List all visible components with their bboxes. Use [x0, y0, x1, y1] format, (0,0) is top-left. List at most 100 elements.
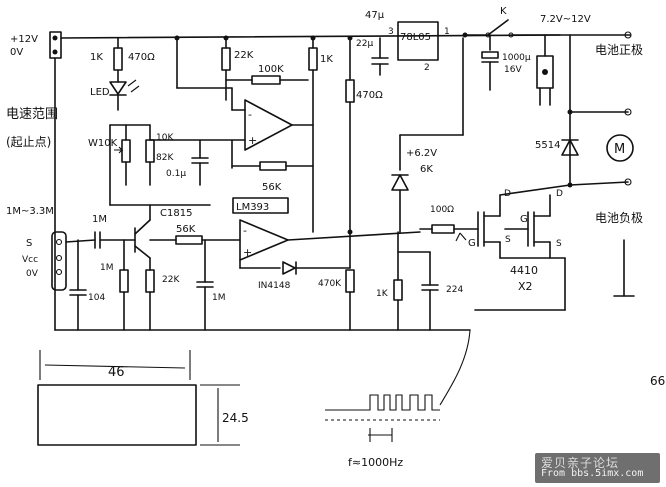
zener-section: +6.2V 6K	[391, 37, 464, 233]
speed-pot: 电速范围 (起止点) W10K 10K 82K 0.1μ	[6, 107, 211, 206]
speed-range-label: 电速范围	[6, 107, 58, 122]
board-dimension-drawing: 46 24.5	[37, 350, 249, 446]
resistor-470-mid	[345, 79, 355, 103]
svg-text:22K: 22K	[234, 50, 254, 61]
watermark: 爱贝亲子论坛 From bbs.5imx.com	[535, 453, 660, 483]
svg-text:1K: 1K	[320, 54, 333, 65]
watermark-url: From bbs.5imx.com	[541, 468, 644, 479]
svg-text:S: S	[505, 235, 511, 245]
svg-text:46: 46	[108, 365, 125, 380]
resistor-100	[431, 224, 455, 234]
waveform-annotation: f≈1000Hz	[325, 232, 471, 469]
corner-mark: 66	[650, 374, 665, 388]
svg-text:K: K	[500, 6, 507, 17]
svg-text:1M: 1M	[92, 214, 107, 225]
resistor-82k	[145, 139, 155, 163]
diode-5514-icon	[561, 139, 579, 156]
svg-text:1K: 1K	[376, 289, 389, 299]
arrow-line	[439, 329, 471, 406]
svg-text:16V: 16V	[504, 65, 522, 75]
power-section: +12V 0V 1K 470Ω LED 22K 100K 1K	[10, 6, 643, 331]
svg-text:M: M	[614, 142, 625, 157]
input-connector	[51, 231, 67, 291]
svg-text:470K: 470K	[318, 279, 342, 289]
resistor-56k-fb	[259, 161, 287, 171]
svg-text:LM393: LM393	[236, 202, 269, 213]
svg-text:56K: 56K	[176, 224, 196, 235]
motor-section: 5514 M	[535, 34, 634, 188]
resistor-470k	[345, 269, 355, 293]
svg-text:IN4148: IN4148	[258, 281, 291, 291]
svg-text:224: 224	[446, 285, 463, 295]
battery-negative-label: 电池负极	[595, 211, 643, 225]
svg-text:+6.2V: +6.2V	[406, 148, 437, 159]
label-0v: 0V	[10, 47, 23, 58]
arrow-head-icon	[455, 232, 467, 242]
svg-text:22K: 22K	[162, 275, 180, 285]
svg-text:82K: 82K	[156, 153, 174, 163]
resistor-100k	[251, 75, 281, 85]
svg-text:7.2V~12V: 7.2V~12V	[540, 14, 591, 25]
lm393-box	[232, 197, 289, 214]
input-stage: 1M~3.3M S Vcc 0V 1M 104 1M C1815 56K 22	[6, 204, 471, 331]
led-icon	[109, 81, 127, 95]
svg-text:S: S	[26, 238, 32, 249]
switch-k-icon	[487, 19, 509, 36]
regulator-78l05	[397, 21, 439, 61]
svg-text:0V: 0V	[26, 269, 39, 279]
resistor-56k-in	[175, 235, 203, 245]
svg-text:78L05: 78L05	[400, 32, 431, 43]
resistor-22k-bias	[145, 269, 155, 293]
svg-text:G: G	[468, 238, 476, 249]
svg-text:4410: 4410	[510, 264, 538, 277]
svg-text:1: 1	[444, 27, 450, 37]
motor-icon	[606, 134, 634, 162]
watermark-site: 爱贝亲子论坛	[541, 456, 620, 470]
svg-text:5514: 5514	[535, 140, 560, 151]
svg-text:6K: 6K	[420, 164, 433, 175]
svg-text:10K: 10K	[156, 133, 174, 143]
resistor-1m-bias	[119, 269, 129, 293]
zener-62v-icon	[391, 174, 409, 191]
svg-text:24.5: 24.5	[222, 411, 249, 425]
cap-1000u	[481, 51, 499, 59]
opamp-lower-icon	[239, 219, 289, 261]
svg-text:+: +	[248, 134, 257, 147]
svg-text:100K: 100K	[258, 64, 284, 75]
led-label: LED	[90, 87, 110, 98]
dimension-line-width	[44, 364, 186, 369]
svg-text:(起止点): (起止点)	[6, 135, 51, 149]
svg-text:3: 3	[388, 27, 394, 37]
resistor-1k-bottom	[393, 279, 403, 301]
opamp-upper-icon	[244, 99, 293, 151]
svg-text:56K: 56K	[262, 182, 282, 193]
svg-text:0.1μ: 0.1μ	[166, 169, 186, 179]
svg-text:1M: 1M	[212, 293, 226, 303]
svg-text:104: 104	[88, 293, 105, 303]
board-outline	[37, 384, 197, 446]
lower-opamp: LM393 - + IN4148 470K 1K 224	[232, 197, 463, 331]
svg-text:X2: X2	[518, 280, 533, 293]
svg-text:100Ω: 100Ω	[430, 205, 454, 215]
pwm-waveform	[325, 394, 440, 411]
resistor-1k-top	[308, 47, 318, 71]
svg-text:Vcc: Vcc	[22, 255, 38, 265]
svg-text:W10K: W10K	[88, 138, 118, 149]
svg-text:-: -	[248, 108, 252, 121]
svg-text:47μ: 47μ	[365, 10, 385, 21]
potentiometer-w10k	[121, 139, 131, 163]
svg-text:-: -	[243, 224, 247, 237]
svg-text:S: S	[556, 239, 562, 249]
svg-text:G: G	[520, 214, 528, 225]
svg-text:1K: 1K	[90, 52, 103, 63]
svg-text:1M~3.3M: 1M~3.3M	[6, 206, 54, 217]
diode-in4148-icon	[282, 261, 296, 275]
led-rays-icon	[127, 79, 140, 93]
svg-text:D: D	[556, 189, 563, 199]
resistor-22k	[221, 47, 231, 71]
mosfet-section: 100Ω G G S S D D 4410 X2 电池负极	[419, 184, 643, 311]
battery-positive-label: 电池正极	[595, 43, 643, 57]
svg-text:C1815: C1815	[160, 208, 192, 219]
svg-text:470Ω: 470Ω	[128, 52, 155, 63]
